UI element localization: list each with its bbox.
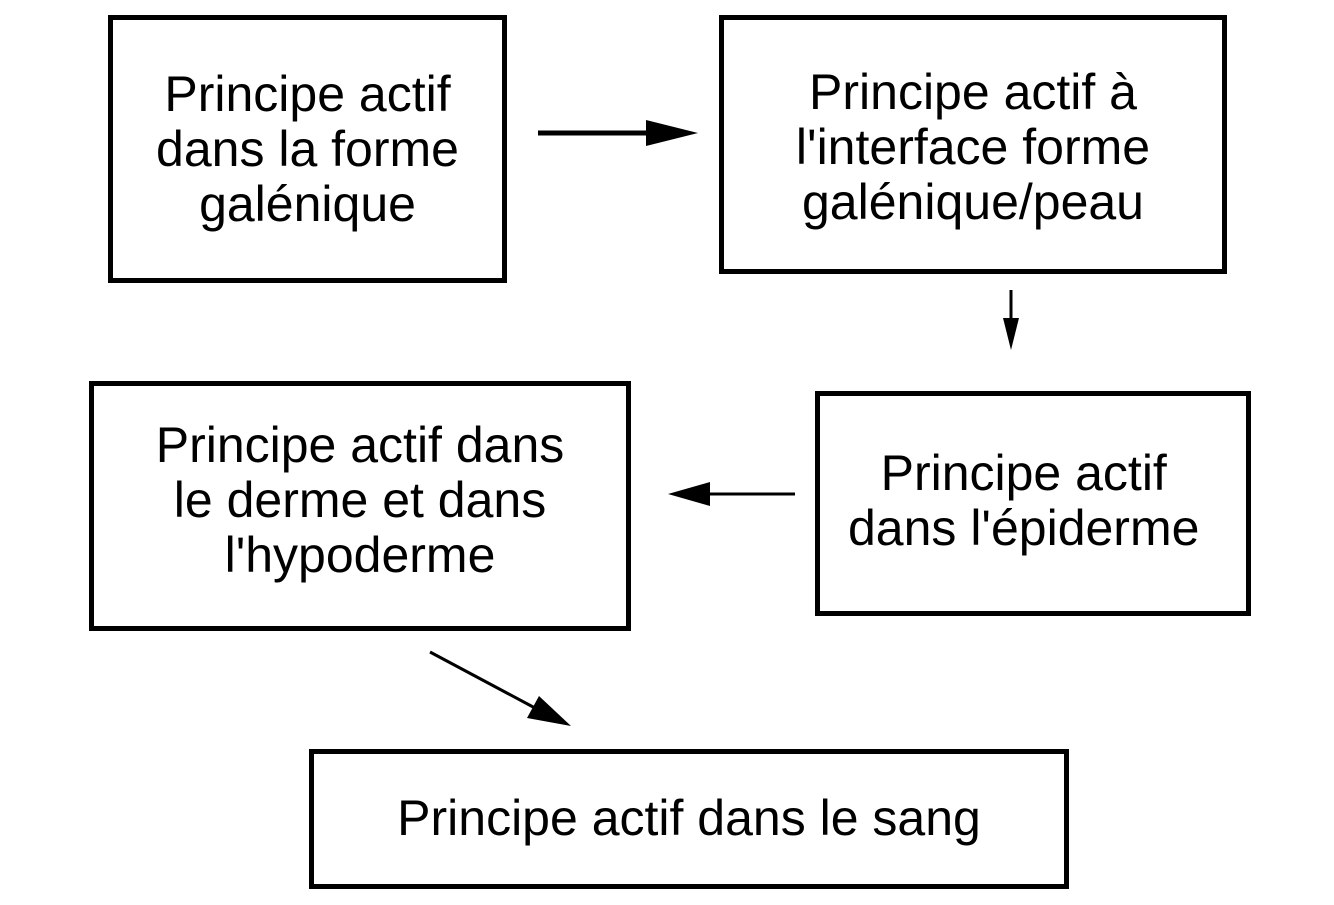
- node-sang-label: Principe actif dans le sang: [314, 791, 1064, 846]
- node-line: le derme et dans: [173, 472, 547, 528]
- node-line: Principe actif à: [809, 64, 1137, 120]
- node-line: Principe actif: [164, 66, 451, 122]
- node-line: Principe actif dans le sang: [397, 790, 981, 846]
- node-derme-hypoderme-label: Principe actif dans le derme et dans l'h…: [94, 418, 626, 583]
- node-forme-galenique: Principe actif dans la forme galénique: [108, 15, 507, 283]
- arrow-forme-to-interface: [538, 120, 698, 146]
- node-interface-peau-label: Principe actif à l'interface forme galén…: [724, 65, 1222, 230]
- arrow-epiderme-to-derme: [668, 482, 795, 506]
- node-line: dans la forme: [156, 121, 459, 177]
- node-interface-peau: Principe actif à l'interface forme galén…: [719, 15, 1227, 274]
- arrow-interface-to-epiderme: [1003, 290, 1019, 350]
- node-sang: Principe actif dans le sang: [309, 749, 1069, 889]
- node-line: Principe actif dans: [155, 417, 565, 473]
- node-epiderme: Principe actif dans l'épiderme: [815, 391, 1251, 616]
- arrow-derme-to-sang: [429, 650, 571, 726]
- node-line: galénique: [199, 176, 416, 232]
- node-line: Principe actif: [880, 445, 1167, 501]
- node-derme-hypoderme: Principe actif dans le derme et dans l'h…: [89, 381, 631, 631]
- node-forme-galenique-label: Principe actif dans la forme galénique: [113, 67, 502, 232]
- node-line: l'hypoderme: [224, 527, 496, 583]
- node-line: l'interface forme: [795, 119, 1151, 175]
- node-epiderme-label: Principe actif dans l'épiderme: [848, 446, 1199, 556]
- node-line: dans l'épiderme: [848, 500, 1200, 556]
- node-line: galénique/peau: [802, 174, 1144, 230]
